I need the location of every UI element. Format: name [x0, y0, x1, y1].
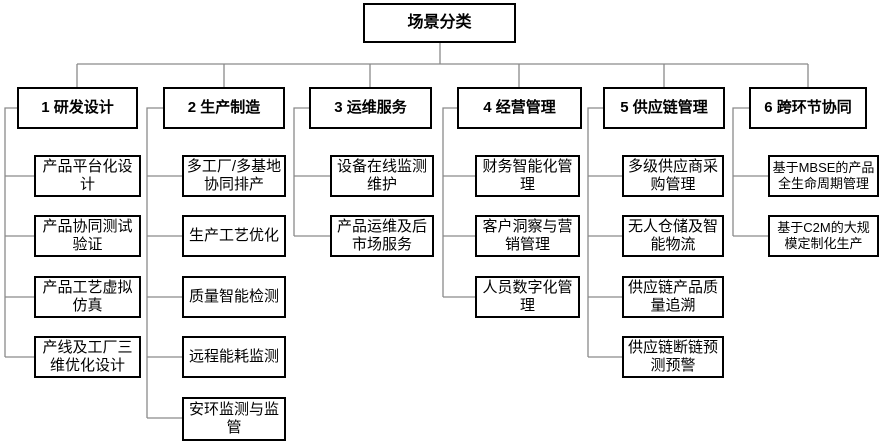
branch-1-leaf-1: 产品平台化设 计	[34, 155, 141, 197]
branch-6-header: 6 跨环节协同	[749, 87, 867, 129]
connector-branch-5	[587, 107, 622, 358]
connector-branch-4	[442, 107, 475, 298]
branch-3-leaf-2: 产品运维及后 市场服务	[330, 215, 434, 257]
branch-4-header: 4 经营管理	[457, 87, 582, 129]
branch-2-leaf-4: 远程能耗监测	[182, 336, 286, 378]
branch-1-leaf-4: 产线及工厂三 维优化设计	[34, 336, 141, 378]
connector-branch-1	[4, 107, 34, 358]
connector-root-bus	[76, 43, 809, 87]
branch-1-leaf-2: 产品协同测试 验证	[34, 215, 141, 257]
branch-5-leaf-1: 多级供应商采 购管理	[622, 155, 724, 197]
branch-3-leaf-1: 设备在线监测 维护	[330, 155, 434, 197]
branch-2-leaf-2: 生产工艺优化	[182, 215, 286, 257]
branch-1-header: 1 研发设计	[17, 87, 138, 129]
branch-5-leaf-4: 供应链断链预 测预警	[622, 336, 724, 378]
connector-branch-2	[146, 107, 182, 419]
branch-3-header: 3 运维服务	[309, 87, 432, 129]
connector-branch-3	[293, 107, 330, 237]
branch-2-leaf-5: 安环监测与监 管	[182, 397, 286, 441]
branch-4-leaf-3: 人员数字化管 理	[475, 276, 580, 318]
connector-branch-6	[732, 107, 768, 237]
branch-4-leaf-1: 财务智能化管 理	[475, 155, 580, 197]
branch-5-leaf-2: 无人仓储及智 能物流	[622, 215, 724, 257]
branch-6-leaf-1: 基于MBSE的产品 全生命周期管理	[768, 155, 879, 197]
branch-2-leaf-1: 多工厂/多基地 协同排产	[182, 155, 286, 197]
branch-6-leaf-2: 基于C2M的大规 模定制化生产	[768, 215, 879, 257]
root-node: 场景分类	[363, 3, 516, 43]
branch-4-leaf-2: 客户洞察与营 销管理	[475, 215, 580, 257]
branch-5-header: 5 供应链管理	[603, 87, 725, 129]
branch-1-leaf-3: 产品工艺虚拟 仿真	[34, 276, 141, 318]
branch-2-leaf-3: 质量智能检测	[182, 276, 286, 318]
branch-5-leaf-3: 供应链产品质 量追溯	[622, 276, 724, 318]
branch-2-header: 2 生产制造	[163, 87, 285, 129]
